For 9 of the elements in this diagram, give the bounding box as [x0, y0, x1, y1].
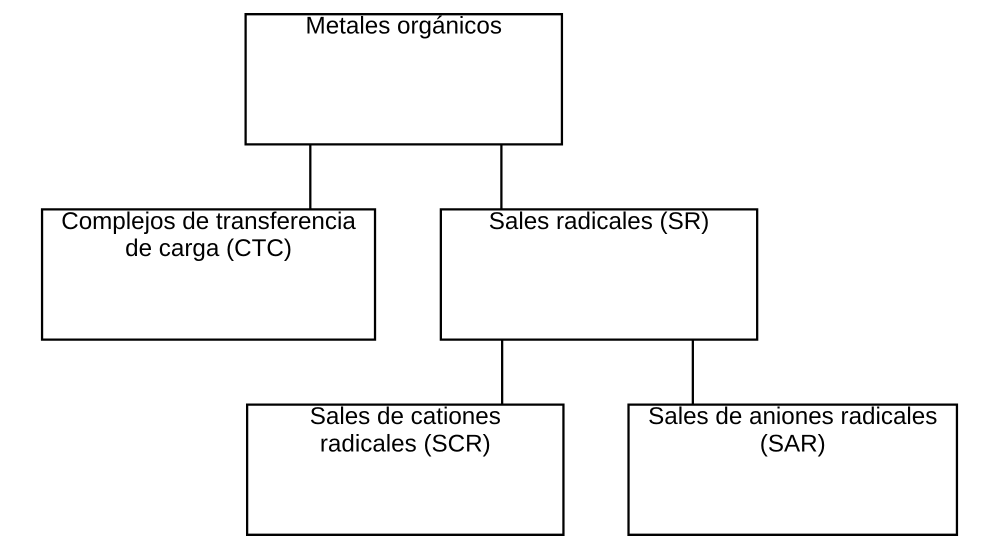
- connector: [691, 340, 694, 404]
- node-box: Sales de aniones radicales (SAR): [626, 404, 958, 536]
- connector: [308, 144, 311, 209]
- node-box: Metales orgánicos: [244, 13, 563, 146]
- node-box: Complejos de transferencia de carga (CTC): [40, 208, 376, 341]
- connector: [500, 144, 502, 209]
- node-box: Sales de cationes radicales (SCR): [246, 404, 564, 536]
- connector: [500, 340, 503, 404]
- node-box: Sales radicales (SR): [439, 208, 758, 341]
